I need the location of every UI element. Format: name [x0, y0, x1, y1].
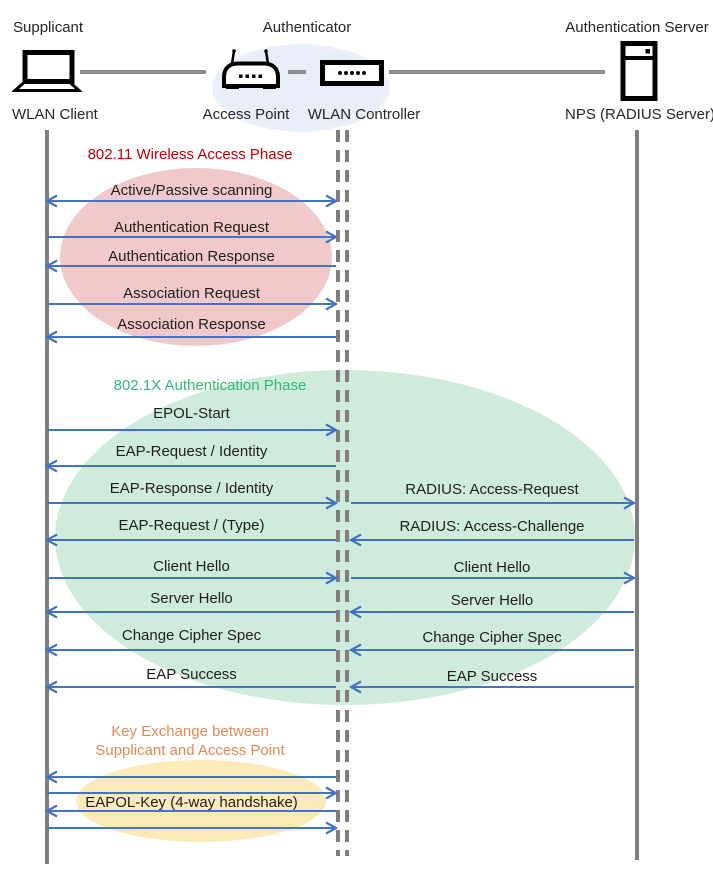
message-label-client-hello-right: Client Hello — [453, 559, 531, 576]
lifeline-dashed-left — [336, 130, 340, 856]
connector-controller-server — [389, 70, 605, 74]
lifeline-wlan-client — [45, 130, 49, 864]
message-label-authentication-response: Authentication Response — [108, 248, 275, 265]
message-label-eap-success-left: EAP Success — [146, 666, 237, 683]
phase3-title: Key Exchange between Supplicant and Acce… — [95, 723, 285, 759]
node-label-wlan-controller: WLAN Controller — [307, 106, 421, 123]
phase1-title: 802.11 Wireless Access Phase — [87, 146, 293, 163]
role-supplicant: Supplicant — [13, 19, 84, 36]
node-label-access-point: Access Point — [202, 106, 290, 123]
lifeline-dashed-right — [345, 130, 349, 856]
message-label-server-hello-left: Server Hello — [150, 590, 233, 607]
message-label-radius-access-challenge: RADIUS: Access-Challenge — [399, 518, 585, 535]
node-label-wlan-client: WLAN Client — [12, 106, 98, 123]
wlan-controller-icon — [320, 60, 384, 86]
phase2-title: 802.1X Authentication Phase — [113, 377, 307, 394]
message-label-server-hello-right: Server Hello — [450, 592, 534, 609]
message-label-change-cipher-spec-left: Change Cipher Spec — [121, 627, 262, 644]
role-authentication-server: Authentication Server — [565, 19, 709, 36]
connector-client-ap — [80, 70, 206, 74]
message-label-epol-start: EPOL-Start — [153, 405, 230, 422]
message-label-authentication-request: Authentication Request — [113, 219, 270, 236]
lifeline-nps-server — [635, 130, 639, 860]
message-label-eapol-key: EAPOL-Key (4-way handshake) — [85, 794, 298, 811]
role-authenticator: Authenticator — [262, 19, 352, 36]
message-label-active-passive-scanning: Active/Passive scanning — [110, 182, 273, 199]
message-label-change-cipher-spec-right: Change Cipher Spec — [422, 629, 562, 646]
message-label-eap-response-identity: EAP-Response / Identity — [109, 480, 274, 497]
message-label-association-response: Association Response — [117, 316, 266, 333]
message-label-eap-request-identity: EAP-Request / Identity — [115, 443, 268, 460]
node-label-nps: NPS (RADIUS Server) — [564, 106, 713, 123]
message-label-eap-success-right: EAP Success — [446, 668, 538, 685]
message-label-association-request: Association Request — [123, 285, 260, 302]
laptop-icon — [12, 50, 82, 92]
connector-ap-controller — [288, 70, 306, 74]
message-label-eap-request-type: EAP-Request / (Type) — [118, 517, 265, 534]
message-label-radius-access-request: RADIUS: Access-Request — [405, 481, 579, 498]
server-icon — [620, 41, 658, 101]
message-label-client-hello-left: Client Hello — [153, 558, 230, 575]
access-point-icon — [222, 49, 280, 89]
